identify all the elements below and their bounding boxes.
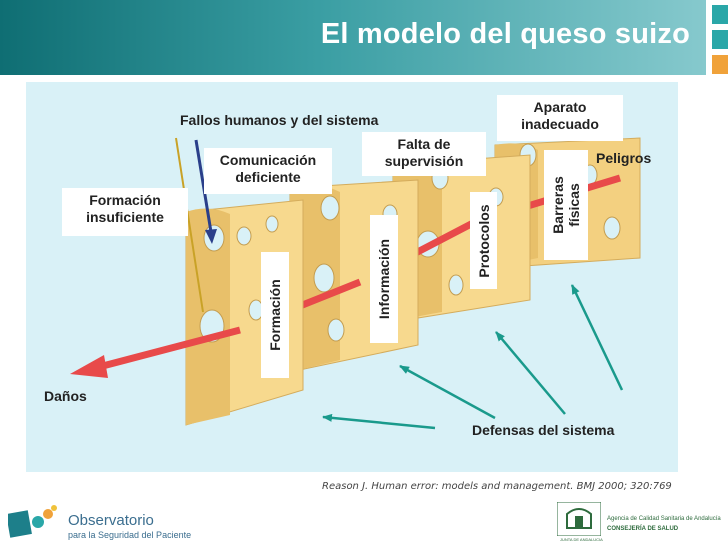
box-comunicacion-line2: deficiente [235,169,301,185]
defense-arrow-4 [570,284,624,391]
agency-line-2: CONSEJERÍA DE SALUD [607,526,679,532]
box-formacion-insuficiente: Formación insuficiente [62,188,188,236]
box-falta-supervision-line1: Falta de [397,136,451,152]
hazard-arrow-head [70,355,108,378]
label-danos: Daños [44,388,87,404]
box-comunicacion: Comunicación deficiente [204,148,332,194]
vlabel-barreras: Barreras físicas [550,176,582,234]
defense-arrow-3 [495,331,566,415]
box-formacion-insuficiente-line2: insuficiente [86,209,164,225]
label-peligros: Peligros [596,150,652,166]
vlabel-formacion: Formación [267,279,283,351]
accent-square-teal-1 [712,5,728,24]
box-aparato: Aparato inadecuado [497,95,623,141]
box-aparato-line2: inadecuado [521,116,599,132]
vlabel-barreras-line2: físicas [566,183,582,227]
junta-andalucia-logo-icon [557,502,601,536]
junta-label: JUNTA DE ANDALUCIA [560,537,603,542]
box-falta-supervision: Falta de supervisión [362,132,486,176]
failure-arrow-yellow [175,137,204,313]
defense-arrow-1 [322,413,436,430]
header-bar [0,0,706,75]
slide-title: El modelo del queso suizo [320,18,690,50]
citation: Reason J. Human error: models and manage… [322,481,672,492]
accent-square-teal-2 [712,30,728,49]
box-comunicacion-line1: Comunicación [219,152,317,168]
observatorio-subtitle: para la Seguridad del Paciente [68,530,192,540]
label-fallos: Fallos humanos y del sistema [180,112,379,128]
observatorio-logo-icon [8,505,57,538]
vlabel-protocolos: Protocolos [475,203,492,278]
box-aparato-line1: Aparato [533,99,587,115]
vlabel-barreras-line1: Barreras [550,176,566,234]
defense-arrow-2 [399,364,496,420]
observatorio-name: Observatorio [68,512,154,529]
label-defensas: Defensas del sistema [472,422,615,438]
vlabel-informacion: Información [376,238,392,320]
box-formacion-insuficiente-line1: Formación [89,192,161,208]
hazard-segment-1 [94,326,241,372]
cheese-slice-2 [289,179,419,373]
vbox-informacion: Información [370,215,398,343]
accent-square-orange [712,55,728,74]
vbox-barreras: Barreras físicas [544,150,588,260]
vbox-protocolos: Protocolos [470,192,497,289]
box-falta-supervision-line2: supervisión [384,153,464,169]
failure-arrow-blue-head [205,229,217,244]
agency-line-1: Agencia de Calidad Sanitaria de Andalucí… [607,516,721,522]
failure-arrow-blue [194,139,213,233]
vbox-formacion: Formación [261,252,289,378]
